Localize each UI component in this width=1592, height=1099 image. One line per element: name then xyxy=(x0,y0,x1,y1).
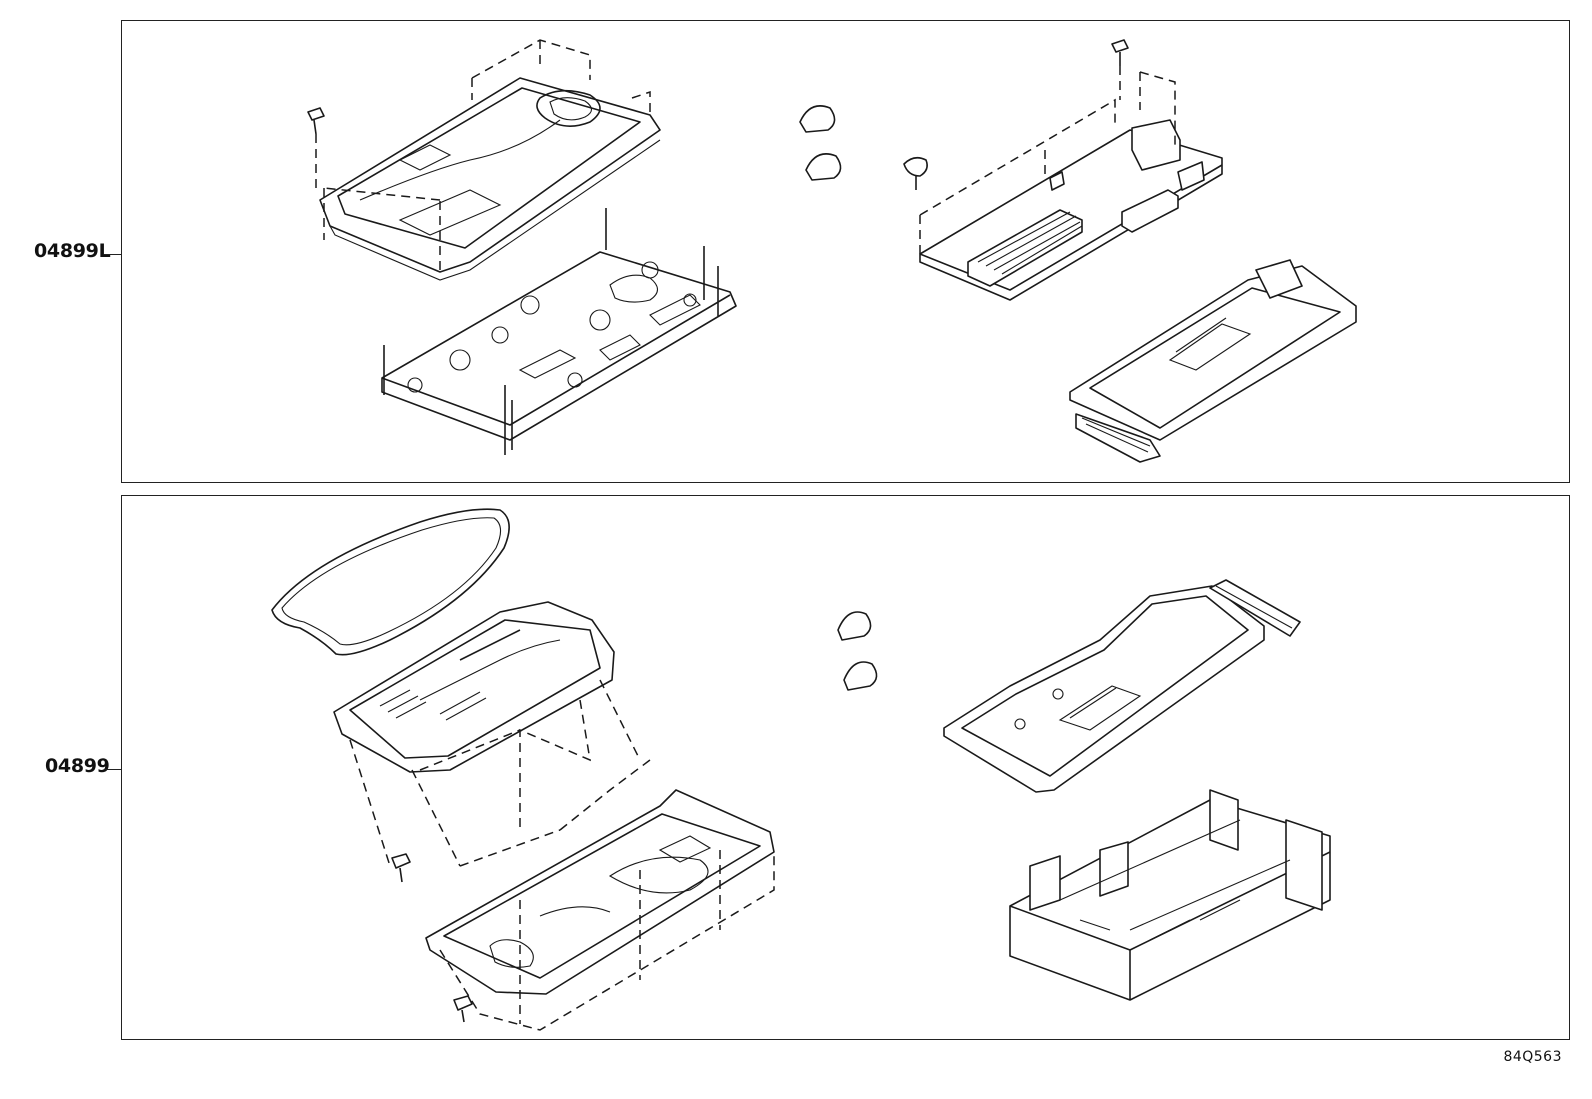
base-plate-part xyxy=(381,208,737,455)
callout-leader-line xyxy=(104,254,121,255)
rubber-pad-part xyxy=(837,611,878,691)
circuit-board-part xyxy=(919,71,1223,301)
support-frame-part xyxy=(1009,789,1331,1001)
assembly-panel-04899 xyxy=(121,495,1570,1040)
assembly-panel-04899L xyxy=(121,20,1570,483)
rubber-pad-part xyxy=(799,105,842,181)
screw-icon xyxy=(903,156,928,190)
tray-housing-part xyxy=(1069,259,1357,463)
tray-cover-part xyxy=(943,579,1301,793)
upper-cover-part xyxy=(319,39,661,281)
upper-case-part xyxy=(333,601,651,867)
screw-icon xyxy=(307,107,325,190)
screw-icon xyxy=(1111,39,1129,100)
screw-icon xyxy=(453,995,473,1023)
illustration-reference-code: 84Q563 xyxy=(1503,1049,1562,1065)
callout-label-04899: 04899 xyxy=(45,755,110,777)
lower-plate-part xyxy=(425,789,775,1031)
screw-icon xyxy=(391,853,411,883)
gasket-seal-part xyxy=(271,508,510,656)
callout-leader-line xyxy=(104,769,121,770)
callout-label-04899L: 04899L xyxy=(34,240,111,262)
